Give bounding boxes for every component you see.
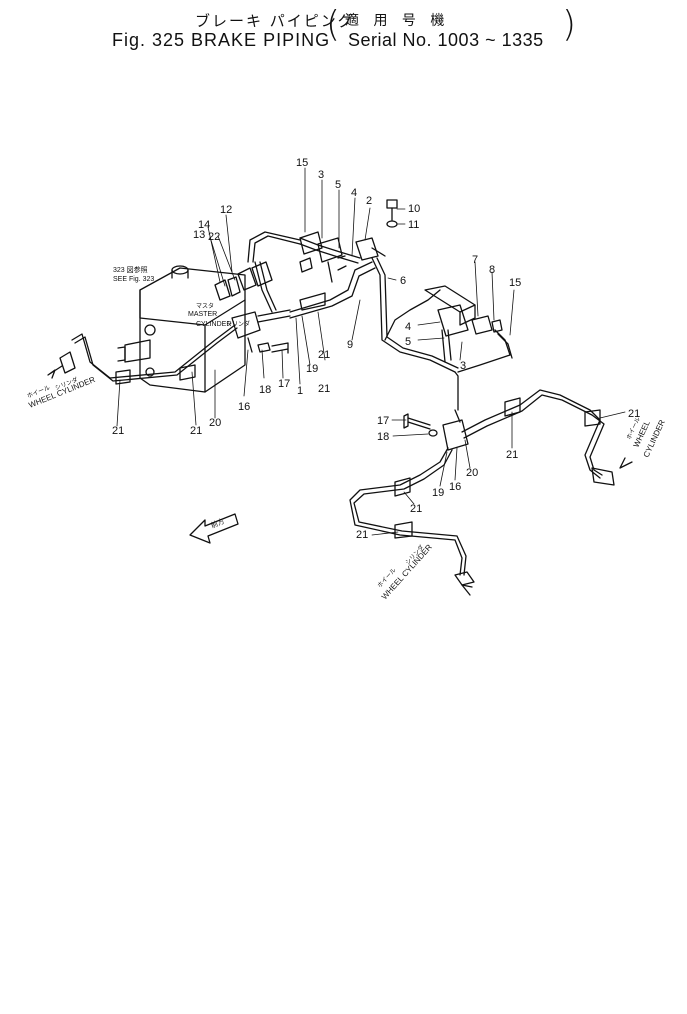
bolt-10-washer-11 [355,199,398,261]
cylinder-label: CYLINDER [196,321,231,328]
callout-21c: 21 [190,425,202,437]
bolt-17-18-center [403,413,438,437]
callout-21h: 21 [356,529,368,541]
applicable-japanese: 適 用 号 機 [345,13,450,29]
leader-lines [116,167,626,536]
bracket-assembly-7-8 [424,285,503,363]
callout-10: 10 [408,203,420,215]
callout-22: 22 [208,231,220,243]
callout-18b: 18 [377,431,389,443]
clamps-21 [394,397,601,539]
callout-6: 6 [400,275,406,287]
callout-21a: 21 [318,383,330,395]
pipe-left-wheel [59,324,238,385]
callout-21g: 21 [410,503,422,515]
callout-5b: 5 [405,336,411,348]
callout-15b: 15 [509,277,521,289]
figure-title: Fig. 325 BRAKE PIPING [112,30,331,50]
pipe-19 [289,261,376,319]
wheel-arrow-icon [47,365,633,596]
tee-fitting-center [349,389,615,586]
callout-2: 2 [366,195,372,207]
serial-range: Serial No. 1003 ~ 1335 [348,30,544,50]
pipe-15-upper [247,231,361,313]
callout-14: 14 [198,219,210,231]
pipe-15-right [384,289,513,373]
callout-21f: 21 [628,408,640,420]
callout-17a: 17 [278,378,290,390]
callout-18a: 18 [259,384,271,396]
pipe-6 [371,257,459,411]
cylinder-japanese: シリンダ [226,320,250,328]
callout-19b: 19 [432,487,444,499]
master-label: MASTER [188,311,217,318]
callout-20b: 20 [466,467,478,479]
callout-21d: 21 [318,349,330,361]
callout-15a: 15 [296,157,308,169]
fittings-12-22 [214,261,273,301]
fittings-3-5-4-upper [299,231,347,283]
front-arrow-icon [189,513,239,544]
callout-8: 8 [489,264,495,276]
master-cylinder [117,265,246,393]
callout-12: 12 [220,204,232,216]
callout-16a: 16 [238,401,250,413]
callout-21e: 21 [506,449,518,461]
ref-english: SEE Fig. 323 [113,276,154,283]
callout-4a: 4 [351,187,357,199]
callout-3b: 3 [460,360,466,372]
callout-4b: 4 [405,321,411,333]
open-paren: ( [326,4,341,45]
close-paren: ) [562,4,577,45]
callout-16b: 16 [449,481,461,493]
callout-9: 9 [347,339,353,351]
ref-japanese: 323 図参照 [113,265,148,274]
callout-20a: 20 [209,417,221,429]
callout-7: 7 [472,254,478,266]
title-japanese: ブレーキ パイピング [195,12,355,30]
callout-13: 13 [193,229,205,241]
master-japanese: マスタ [196,302,214,310]
callout-1: 1 [297,385,303,397]
tee-fitting-left [231,309,291,354]
callout-5a: 5 [335,179,341,191]
callout-11: 11 [408,219,419,231]
callout-17b: 17 [377,415,389,427]
callout-21b: 21 [112,425,124,437]
callout-3a: 3 [318,169,324,181]
callout-19a: 19 [306,363,318,375]
